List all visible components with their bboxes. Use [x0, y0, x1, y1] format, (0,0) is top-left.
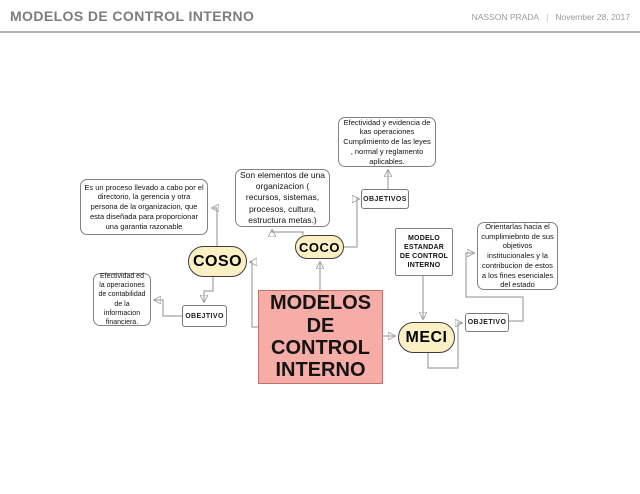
note-coso-description: Es un proceso llevado a cabo por el dire… [80, 179, 208, 235]
node-coso: COSO [188, 246, 247, 277]
page-header: MODELOS DE CONTROL INTERNO NASSON PRADA … [0, 0, 640, 33]
note-coso-objetivo-description: Efectividad ed la operaciones de contabi… [93, 273, 151, 326]
connector-objetivo-to-orientarlas-note [465, 253, 524, 322]
node-meci: MECI [398, 322, 455, 353]
central-topic-line: DE [306, 314, 335, 337]
page-title: MODELOS DE CONTROL INTERNO [10, 8, 255, 24]
label-coco-objetivos: OBJETIVOS [361, 189, 409, 209]
note-coco-objetivos-description: Efectividad y evidencia de kas operacion… [338, 117, 436, 167]
central-topic-box: MODELOS DE CONTROL INTERNO [258, 290, 383, 384]
central-topic-line: INTERNO [275, 359, 366, 382]
connector-coco-to-elementos-note [272, 230, 304, 235]
note-coco-description: Son elementos de una organizacion ( recu… [235, 169, 330, 227]
node-coco: COCO [295, 235, 344, 259]
connector-coso-to-obejtivo [204, 277, 214, 302]
central-topic-line: MODELOS [269, 292, 372, 315]
central-topic-line: CONTROL [271, 337, 370, 359]
header-separator: | [546, 12, 549, 22]
note-meci-objetivo-description: Orientarlas hacia el cumplimiebnto de su… [477, 222, 558, 290]
header-meta: NASSON PRADA | November 28, 2017 [472, 12, 630, 22]
connector-obejtivo-to-efectividad-note [154, 300, 182, 317]
label-coso-obejtivo: OBEJTIVO [182, 305, 227, 327]
author-name: NASSON PRADA [471, 12, 540, 22]
post-date: November 28, 2017 [555, 12, 630, 22]
connector-center-to-coso [250, 262, 258, 328]
label-meci-objetivo: OBJETIVO [465, 313, 509, 332]
connector-meci-to-objetivo [427, 323, 462, 369]
box-modelo-estandar: MODELO ESTANDAR DE CONTROL INTERNO [395, 228, 453, 276]
connector-coso-to-proceso-note [212, 208, 217, 247]
connector-coco-to-objetivos [344, 199, 359, 248]
